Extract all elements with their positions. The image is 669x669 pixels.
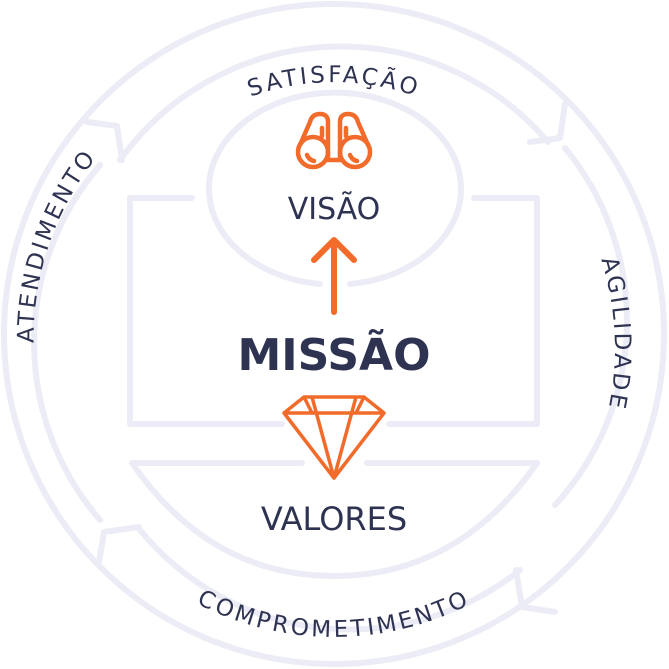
svg-text:ATENDIMENTO: ATENDIMENTO	[13, 144, 102, 343]
ring-label-agilidade: AGILIDADE	[596, 254, 632, 413]
svg-text:SATISFAÇÃO: SATISFAÇÃO	[244, 62, 423, 102]
svg-text:COMPROMETIMENTO: COMPROMETIMENTO	[194, 585, 475, 643]
mission-frame	[127, 195, 540, 427]
ring-label-satisfacao: SATISFAÇÃO	[244, 62, 420, 102]
vision-label: VISÃO	[288, 191, 381, 227]
diamond-icon	[282, 395, 386, 480]
values-bowl	[129, 460, 540, 579]
vision-ellipse	[206, 89, 464, 287]
inner-ring	[31, 43, 630, 633]
binoculars-icon	[295, 111, 373, 170]
svg-text:AGILIDADE: AGILIDADE	[596, 254, 635, 413]
arrow-up-icon	[311, 237, 357, 315]
values-label: VALORES	[261, 500, 407, 538]
ring-label-atendimento: ATENDIMENTO	[13, 144, 99, 343]
mission-title: MISSÃO	[237, 328, 430, 381]
ring-label-comprometimento: COMPROMETIMENTO	[194, 585, 472, 643]
